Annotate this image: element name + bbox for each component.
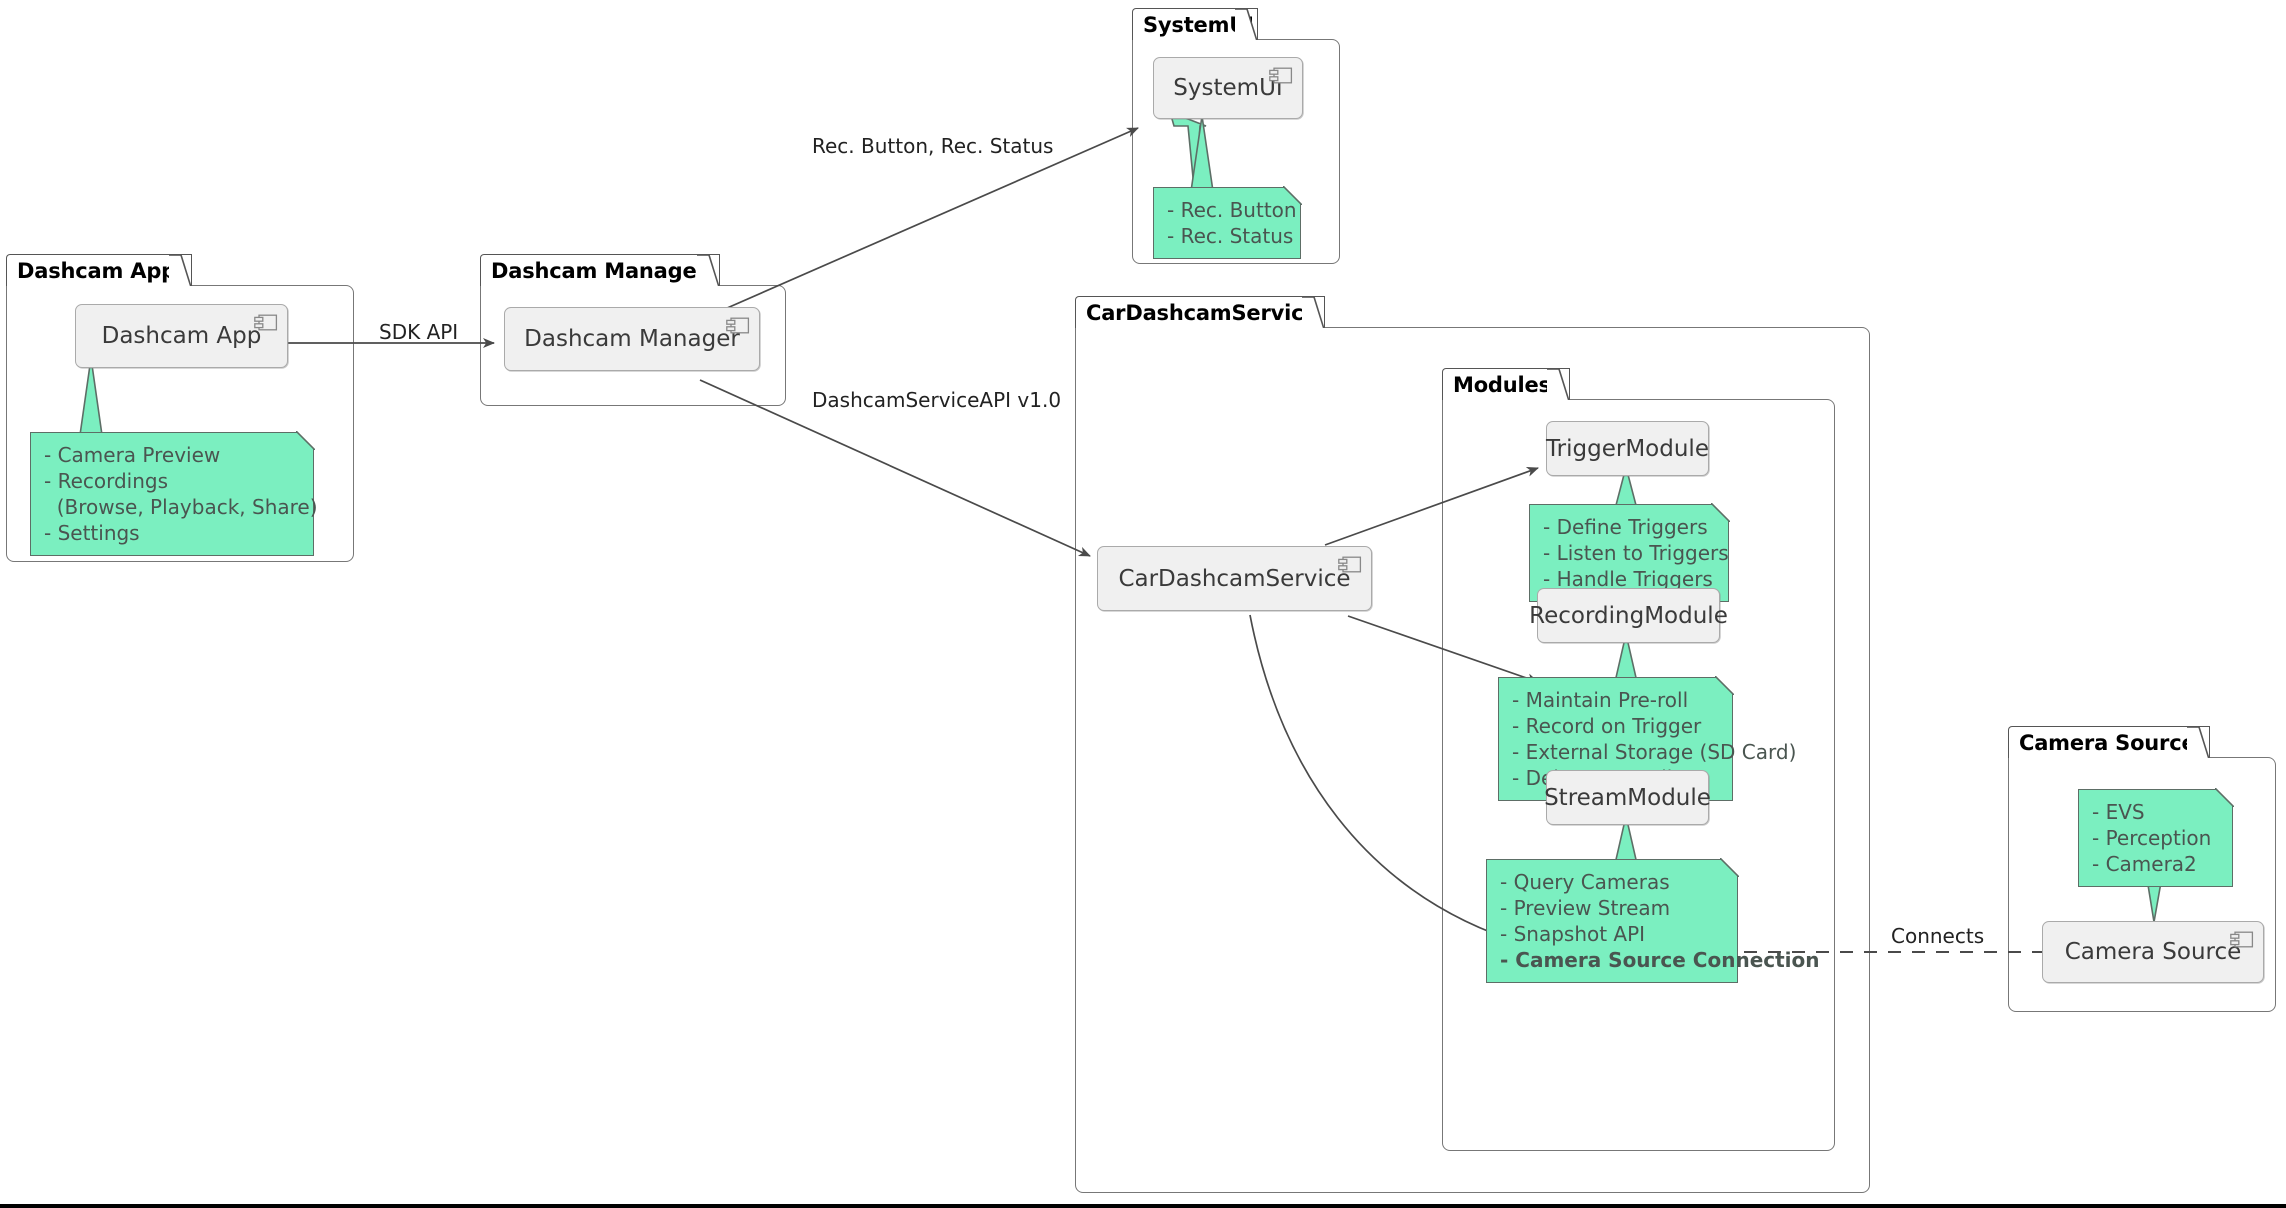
note-line: - Handle Triggers (1543, 567, 1713, 591)
component-label-car-dashcam-service: CarDashcamService (1118, 565, 1351, 592)
component-label-dashcam-app: Dashcam App (101, 323, 262, 349)
package-tab-corner-icon (169, 255, 191, 286)
note-line: - External Storage (SD Card) (1512, 740, 1797, 764)
uml-component-icon (1269, 67, 1293, 84)
note-dogear-icon (1710, 503, 1730, 523)
package-tab-modules: Modules (1442, 368, 1570, 400)
edge-service-to-stream (1249, 614, 1539, 950)
component-label-recording-module: RecordingModule (1529, 602, 1728, 629)
component-system-ui[interactable]: SystemUI (1153, 57, 1303, 119)
note-line: - Record on Trigger (1512, 714, 1702, 738)
component-label-trigger-module: TriggerModule (1546, 435, 1709, 462)
note-recording-module: - Maintain Pre-roll - Record on Trigger … (1498, 676, 1797, 801)
edge-label-rec-button-status: Rec. Button, Rec. Status (812, 134, 1054, 158)
edge-service-to-recording (1347, 615, 1539, 684)
note-dogear-icon (1714, 676, 1734, 696)
uml-component-icon (726, 317, 750, 334)
note-line: - Listen to Triggers (1543, 541, 1729, 565)
note-line: - Snapshot API (1500, 922, 1646, 946)
note-line: (Browse, Playback, Share) (44, 495, 318, 519)
component-dashcam-manager[interactable]: Dashcam Manager (504, 307, 760, 371)
component-stream-module[interactable]: StreamModule (1544, 770, 1711, 825)
package-tab-corner-icon (2187, 727, 2209, 758)
component-camera-source[interactable]: Camera Source (2042, 921, 2264, 983)
note-line-bold: - Camera Source Connection (1500, 948, 1820, 972)
package-title-dashcam-manager: Dashcam Manager (491, 258, 707, 283)
package-dashcam-manager: Dashcam Manager Dashcam Manager (480, 254, 786, 406)
package-tab-corner-icon (1547, 369, 1569, 400)
note-line: - Rec. Status (1167, 224, 1294, 248)
uml-component-icon (254, 314, 278, 331)
package-tab-dashcam-manager: Dashcam Manager (480, 254, 720, 286)
package-tab-corner-icon (1302, 297, 1324, 328)
note-line: - Settings (44, 521, 140, 545)
note-line: - Recordings (44, 469, 169, 493)
package-title-dashcam-app: Dashcam App (17, 258, 176, 283)
note-line: - Maintain Pre-roll (1512, 688, 1689, 712)
note-line: - Camera2 (2092, 852, 2197, 876)
note-tail-stream-module (1614, 816, 1638, 864)
edge-service-to-trigger (1324, 467, 1539, 546)
component-recording-module[interactable]: RecordingModule (1529, 588, 1728, 643)
component-dashcam-app[interactable]: Dashcam App (75, 304, 288, 368)
uml-component-icon (1338, 556, 1362, 573)
note-tail-system-ui-2 (1189, 116, 1215, 198)
note-line: - Query Cameras (1500, 870, 1670, 894)
package-title-modules: Modules (1453, 372, 1551, 397)
package-tab-corner-icon (1235, 9, 1257, 40)
package-title-car-dashcam-service: CarDashcamService (1086, 300, 1318, 325)
package-tab-car-dashcam-service: CarDashcamService (1075, 296, 1325, 328)
component-trigger-module[interactable]: TriggerModule (1546, 421, 1709, 476)
edge-manager-to-service (699, 379, 1091, 557)
note-line: - EVS (2092, 800, 2145, 824)
component-label-camera-source: Camera Source (2064, 939, 2242, 965)
component-car-dashcam-service[interactable]: CarDashcamService (1097, 546, 1372, 611)
note-system-ui: - Rec. Button - Rec. Status (1153, 186, 1302, 259)
component-label-stream-module: StreamModule (1544, 784, 1711, 811)
note-trigger-module: - Define Triggers - Listen to Triggers -… (1529, 503, 1730, 602)
edge-label-connects: Connects (1891, 924, 1985, 948)
package-car-dashcam-service: CarDashcamService CarDashcamService Modu… (1075, 296, 1870, 1193)
edge-manager-to-systemui (717, 127, 1139, 313)
package-tab-system-ui: SystemUI (1132, 8, 1258, 40)
package-tab-camera-source: Camera Source (2008, 726, 2210, 758)
note-line: - Define Triggers (1543, 515, 1708, 539)
note-tail-recording-module (1614, 634, 1638, 682)
package-modules: Modules TriggerModule (1442, 368, 1835, 1151)
note-tail-trigger-module (1614, 467, 1638, 509)
note-line: - Preview Stream (1500, 896, 1671, 920)
package-tab-dashcam-app: Dashcam App (6, 254, 192, 286)
edge-label-sdk-api: SDK API (379, 320, 459, 344)
note-dogear-icon (295, 431, 315, 451)
note-line: - Perception (2092, 826, 2212, 850)
note-stream-module: - Query Cameras - Preview Stream - Snaps… (1486, 858, 1820, 983)
note-dogear-icon (1282, 186, 1302, 206)
package-tab-corner-icon (697, 255, 719, 286)
package-dashcam-app: Dashcam App Dashcam App (6, 254, 354, 562)
package-camera-source: Camera Source - EVS - Perception - Camer… (2008, 726, 2276, 1012)
component-label-dashcam-manager: Dashcam Manager (524, 326, 740, 352)
component-label-system-ui: SystemUI (1173, 75, 1283, 101)
note-tail-dashcam-app (78, 358, 104, 442)
package-title-camera-source: Camera Source (2019, 730, 2196, 755)
note-dogear-icon (2214, 788, 2234, 808)
edge-label-dashcam-service-api: DashcamServiceAPI v1.0 (812, 388, 1062, 412)
note-dogear-icon (1719, 858, 1739, 878)
uml-component-icon (2230, 931, 2254, 948)
note-line: - Camera Preview (44, 443, 221, 467)
note-camera-source: - EVS - Perception - Camera2 (2078, 788, 2234, 887)
note-line: - Rec. Button (1167, 198, 1297, 222)
note-dashcam-app: - Camera Preview - Recordings (Browse, P… (30, 431, 318, 556)
package-system-ui: SystemUI SystemUI (1132, 8, 1340, 264)
